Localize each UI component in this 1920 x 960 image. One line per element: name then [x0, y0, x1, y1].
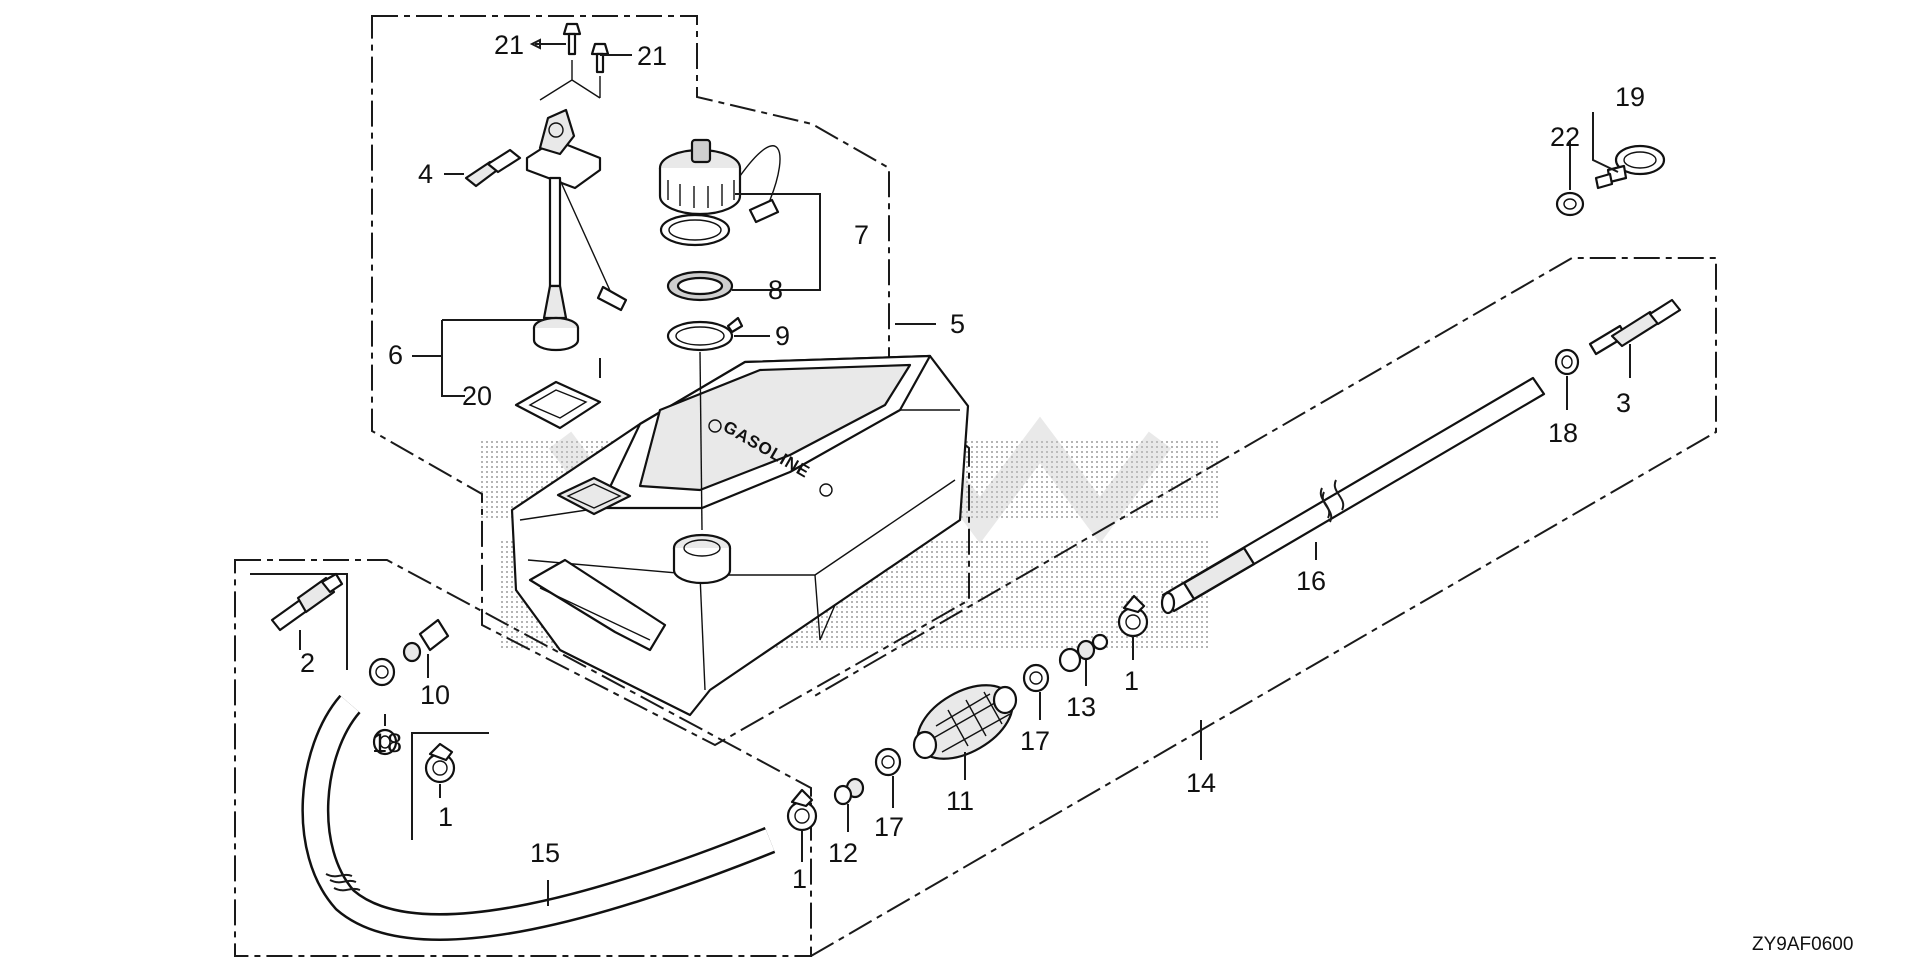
callout-1-lower: 1 — [792, 864, 807, 894]
callout-18-left: 18 — [372, 728, 402, 758]
callout-2: 2 — [300, 648, 315, 678]
callout-19: 19 — [1615, 82, 1645, 112]
diagram-code: ZY9AF0600 — [1752, 934, 1853, 955]
primer-line-parts — [786, 594, 1149, 832]
assembly-boundaries — [234, 15, 1717, 957]
callout-21b: 21 — [637, 41, 667, 71]
hose-part-16 — [1160, 376, 1546, 615]
callout-12: 12 — [828, 838, 858, 868]
connector-part-3 — [1554, 298, 1682, 376]
hose-part-15 — [301, 694, 776, 941]
callout-1-upper: 1 — [1124, 666, 1139, 696]
callout-17-upper: 17 — [1020, 726, 1050, 756]
callout-15: 15 — [530, 838, 560, 868]
callout-8: 8 — [768, 275, 783, 305]
callout-6: 6 — [388, 340, 403, 370]
fitting-part-4 — [464, 148, 522, 188]
callout-1-left: 1 — [438, 802, 453, 832]
fuel-tank: GASOLINE — [510, 354, 970, 717]
callout-16: 16 — [1296, 566, 1326, 596]
callout-9: 9 — [775, 321, 790, 351]
callout-10: 10 — [420, 680, 450, 710]
callout-20: 20 — [462, 381, 492, 411]
callout-18-right: 18 — [1548, 418, 1578, 448]
alt-part-brackets — [250, 573, 489, 840]
fuel-tank-group-boundary — [371, 15, 970, 747]
callout-21a: 21 — [494, 30, 524, 60]
callout-14: 14 — [1186, 768, 1216, 798]
callout-5: 5 — [950, 309, 965, 339]
callout-4: 4 — [418, 159, 433, 189]
left-small-parts — [270, 572, 456, 784]
fuel-line-outer-boundary — [810, 257, 1717, 957]
callout-3: 3 — [1616, 388, 1631, 418]
callout-17-lower: 17 — [874, 812, 904, 842]
fuel-gauge-assembly — [514, 22, 628, 430]
parts-19-22 — [1555, 144, 1666, 217]
leader-lines — [299, 38, 1631, 906]
callout-11: 11 — [946, 786, 974, 816]
fuel-cap-assembly — [658, 138, 781, 531]
callout-7: 7 — [854, 220, 869, 250]
callout-labels: 21 21 4 7 8 9 5 6 20 22 19 18 3 16 1 13 … — [300, 30, 1853, 955]
callout-22: 22 — [1550, 122, 1580, 152]
callout-13: 13 — [1066, 692, 1096, 722]
fuel-line-group-boundary — [234, 559, 812, 957]
